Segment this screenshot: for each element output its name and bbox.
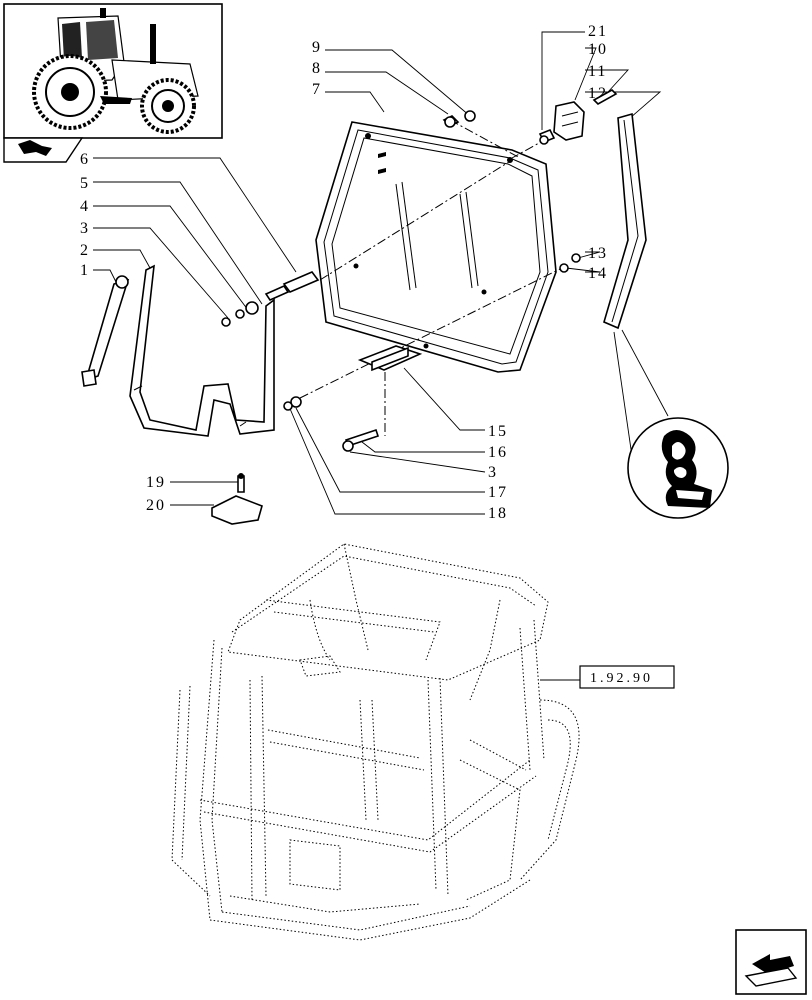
seal-section-detail — [613, 329, 729, 519]
callout-1: 1 — [80, 262, 90, 279]
gas-strut — [81, 275, 130, 387]
callout-16: 16 — [488, 444, 508, 461]
callout-4: 4 — [80, 198, 90, 215]
callout-17: 17 — [488, 484, 508, 501]
reference-label: 1.92.90 — [590, 671, 653, 686]
callout-3a: 3 — [80, 220, 90, 237]
callout-20: 20 — [146, 497, 166, 514]
callout-14: 14 — [588, 265, 608, 282]
callout-2: 2 — [80, 242, 90, 259]
callout-18: 18 — [488, 505, 508, 522]
leader-lines — [93, 31, 662, 681]
callout-21: 21 — [588, 23, 608, 40]
door-glass — [315, 121, 557, 373]
callout-7: 7 — [312, 81, 322, 98]
door-seal — [603, 112, 647, 330]
callout-11: 11 — [588, 63, 607, 80]
tractor-thumbnail[interactable] — [3, 3, 223, 139]
callout-19: 19 — [146, 474, 166, 491]
handrail — [129, 264, 275, 437]
next-page-arrow-icon[interactable] — [735, 929, 807, 995]
callout-5: 5 — [80, 175, 90, 192]
callout-9: 9 — [312, 39, 322, 56]
callout-6: 6 — [80, 151, 90, 168]
hinge — [442, 89, 618, 145]
reference-box[interactable]: 1.92.90 — [579, 665, 675, 689]
callout-15: 15 — [488, 423, 508, 440]
pin-assembly — [221, 271, 320, 327]
callout-8: 8 — [312, 60, 322, 77]
callout-10: 10 — [588, 41, 608, 58]
cab-frame — [171, 543, 580, 941]
block-with-screw — [211, 473, 263, 525]
arrow-section-icon[interactable] — [3, 137, 84, 163]
latch — [283, 345, 423, 452]
washers-right — [559, 253, 581, 273]
callout-labels: 9 8 7 6 5 4 3 2 1 21 10 11 12 13 14 15 1… — [80, 23, 608, 522]
callout-3b: 3 — [488, 464, 498, 481]
callout-13: 13 — [588, 245, 608, 262]
